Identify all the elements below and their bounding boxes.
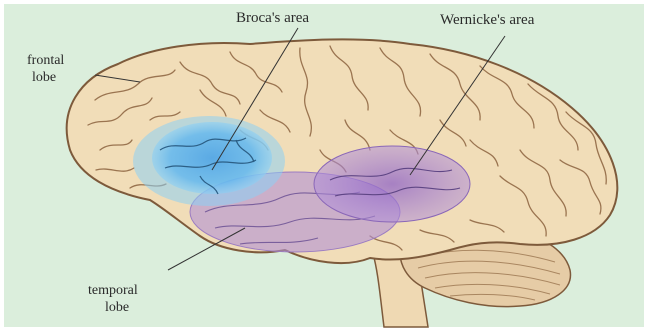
frontal-label-line2: lobe	[32, 70, 56, 85]
frontal-label-line1: frontal	[27, 53, 64, 68]
temporal-label-line1: temporal	[88, 283, 138, 298]
wernicke-label: Wernicke's area	[440, 12, 535, 28]
temporal-label-line2: lobe	[105, 300, 129, 315]
broca-region	[152, 122, 272, 194]
wernicke-region	[314, 146, 470, 222]
broca-label: Broca's area	[236, 10, 309, 26]
